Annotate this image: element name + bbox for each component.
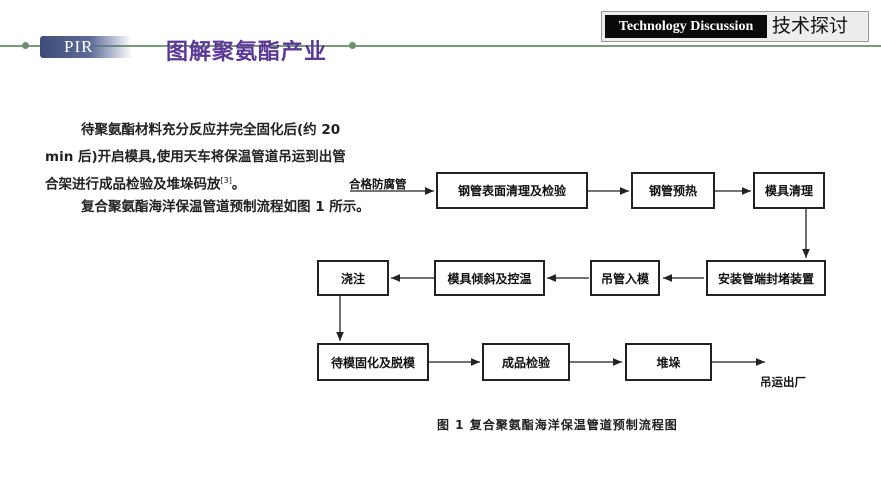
header-divider-line <box>0 45 881 47</box>
flow-start-label: 合格防腐管 <box>349 177 407 191</box>
flow-step-product-inspection: 成品检验 <box>482 343 570 381</box>
flow-step-hoist-pipe-into-mold: 吊管入模 <box>590 260 660 296</box>
pir-badge: PIR <box>40 36 132 58</box>
flow-step-mold-tilt-temp-control: 模具倾斜及控温 <box>434 260 545 296</box>
body-text-line-3-end: 。 <box>231 176 246 193</box>
section-tag: Technology Discussion 技术探讨 <box>601 11 869 42</box>
body-text-line-2: min 后)开启模具,使用天车将保温管道吊运到出管 <box>45 149 346 165</box>
flow-step-pipe-preheat: 钢管预热 <box>631 172 715 209</box>
flow-step-pouring: 浇注 <box>317 260 389 296</box>
flow-end-label: 吊运出厂 <box>760 375 806 389</box>
body-text-line-3-main: 合架进行成品检验及堆垛码放 <box>45 176 221 193</box>
divider-dot-left-icon <box>22 42 29 49</box>
flow-step-steel-pipe-cleaning: 钢管表面清理及检验 <box>436 172 588 209</box>
flow-step-install-end-plug: 安装管端封堵装置 <box>706 260 826 296</box>
body-text-line-3: 合架进行成品检验及堆垛码放[3]。 <box>45 167 415 199</box>
flow-step-cure-and-demold: 待模固化及脱模 <box>317 343 429 381</box>
section-tag-english: Technology Discussion <box>605 15 767 38</box>
body-text-line-1: 待聚氨酯材料充分反应并完全固化后(约 20 <box>81 122 341 138</box>
flow-step-mold-cleaning: 模具清理 <box>753 172 825 209</box>
section-tag-chinese: 技术探讨 <box>772 15 849 37</box>
page-title: 图解聚氨酯产业 <box>166 40 328 65</box>
divider-dot-right-icon <box>349 42 356 49</box>
citation-ref: [3] <box>220 176 232 185</box>
flow-step-stacking: 堆垛 <box>625 343 712 381</box>
figure-caption: 图 1 复合聚氨酯海洋保温管道预制流程图 <box>437 418 678 432</box>
body-text-line-4: 复合聚氨酯海洋保温管道预制流程如图 1 所示。 <box>81 199 370 215</box>
